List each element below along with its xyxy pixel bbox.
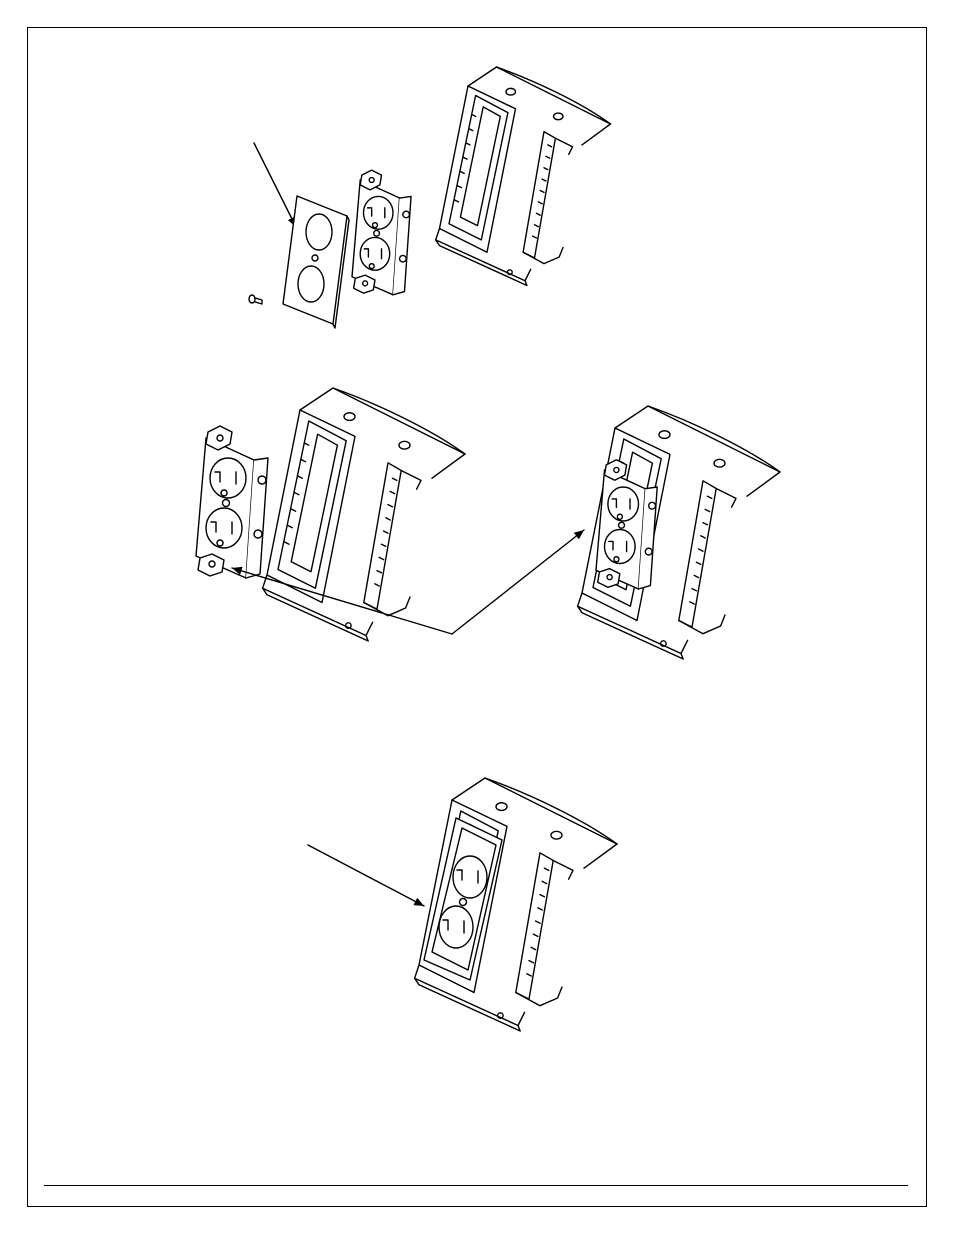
mounting-bracket <box>436 67 611 286</box>
installed-bracket <box>578 406 780 659</box>
duplex-receptacle <box>196 426 268 578</box>
duplex-receptacle <box>352 170 411 295</box>
step-2-insertion <box>196 388 780 659</box>
leader-arrow <box>308 845 424 906</box>
leader-arrow <box>254 143 296 227</box>
step-1-exploded-view <box>249 67 611 328</box>
step-3-finished <box>308 778 617 1031</box>
leader-arrow-right <box>452 530 584 634</box>
cover-screw-icon <box>249 295 262 304</box>
mounting-bracket <box>263 388 465 641</box>
plated-bracket <box>415 778 617 1031</box>
cover-plate <box>283 196 349 328</box>
